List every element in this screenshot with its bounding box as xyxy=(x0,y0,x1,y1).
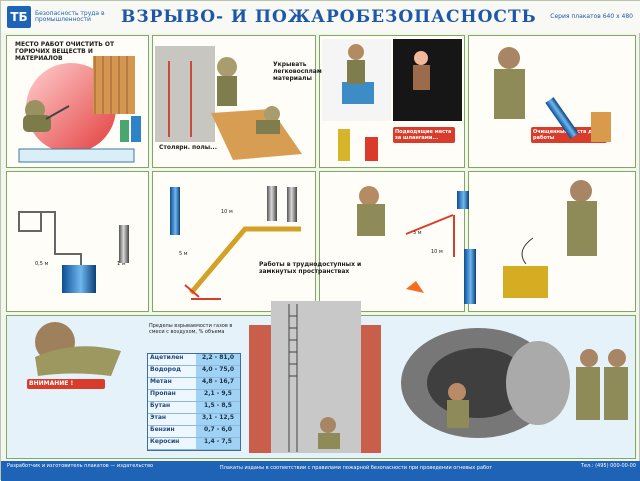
distance-label-5: 3 м xyxy=(413,230,422,236)
gas-name: Керосин xyxy=(150,438,180,445)
gas-row: Пропан 2,1 - 9,5 xyxy=(148,390,240,402)
gas-range: 1,4 - 7,5 xyxy=(196,438,240,449)
gas-name: Бензин xyxy=(150,426,175,433)
note-near: Подводящие места за шлангами... xyxy=(393,127,455,143)
gas-name: Бутан xyxy=(150,402,171,409)
caption-confined: Работы в труднодоступных и замкнутых про… xyxy=(259,261,362,275)
publisher-logo: ТБ xyxy=(7,6,31,28)
warning-box: ВНИМАНИЕ ! xyxy=(27,379,105,389)
gas-range: 3,1 - 12,5 xyxy=(196,414,240,425)
gas-row: Метан 4,8 - 16,7 xyxy=(148,378,240,390)
footer-left: Разработчик и изготовитель плакатов — из… xyxy=(7,463,154,469)
gas-range: 1,5 - 8,5 xyxy=(196,402,240,413)
poster-header: ТБ Безопасность труда в промышленности В… xyxy=(1,1,640,33)
gas-name: Метан xyxy=(150,378,172,385)
panel-5-illustration xyxy=(18,211,129,293)
panel-protective-gear xyxy=(468,171,636,312)
gas-row: Ацетилен 2,2 - 81,0 xyxy=(148,354,240,366)
gas-range: 2,2 - 81,0 xyxy=(196,354,240,365)
caption-floor: Столярн. полы... xyxy=(159,144,217,151)
gas-name: Ацетилен xyxy=(150,354,184,361)
panel-8-illustration xyxy=(503,180,597,298)
poster-footer: Разработчик и изготовитель плакатов — из… xyxy=(1,461,640,481)
gas-range: 2,1 - 9,5 xyxy=(196,390,240,401)
distance-label-3: 5 м xyxy=(179,251,188,257)
gas-row: Бензин 0,7 - 6,0 xyxy=(148,426,240,438)
panel-6-illustration xyxy=(170,186,301,300)
gas-row: Бутан 1,5 - 8,5 xyxy=(148,402,240,414)
panel-9-illustration xyxy=(35,301,628,453)
distance-label-1: 0,5 м xyxy=(35,261,49,267)
poster-code: Серия плакатов 640 х 480 xyxy=(550,13,633,20)
distance-label-2: 1 м xyxy=(117,261,126,267)
panel-welding-distance xyxy=(319,171,465,312)
gas-row: Этан 3,1 - 12,5 xyxy=(148,414,240,426)
panel-7-illustration xyxy=(357,186,476,304)
panel-4-illustration xyxy=(494,47,611,142)
poster-title: ВЗРЫВО- И ПОЖАРОБЕЗОПАСНОСТЬ xyxy=(121,7,537,27)
caption-fuel-clean: МЕСТО РАБОТ ОЧИСТИТЬ ОТ ГОРЮЧИХ ВЕЩЕСТВ … xyxy=(15,41,115,62)
gas-range: 0,7 - 6,0 xyxy=(196,426,240,437)
panel-3-illustration xyxy=(322,39,462,161)
distance-label-4: 10 м xyxy=(221,209,233,215)
panel-1-illustration xyxy=(18,56,141,163)
footer-center: Плакаты изданы в соответствии с правилам… xyxy=(219,465,493,471)
gas-name: Этан xyxy=(150,414,167,421)
gas-range: 4,0 - 75,0 xyxy=(196,366,240,377)
distance-label-6: 10 м xyxy=(431,249,443,255)
gas-range: 4,8 - 16,7 xyxy=(196,378,240,389)
gas-name: Пропан xyxy=(150,390,176,397)
panel-2-illustration xyxy=(155,46,302,160)
gas-row: Водород 4,0 - 75,0 xyxy=(148,366,240,378)
gas-name: Водород xyxy=(150,366,181,373)
footer-right: Тел.: (495) 000-00-00 xyxy=(580,463,636,469)
gas-row: Керосин 1,4 - 7,5 xyxy=(148,438,240,450)
gas-limits-intro: Пределы взрываемости газов в смеси с воз… xyxy=(149,323,233,335)
publisher-subtitle: Безопасность труда в промышленности xyxy=(35,10,105,23)
